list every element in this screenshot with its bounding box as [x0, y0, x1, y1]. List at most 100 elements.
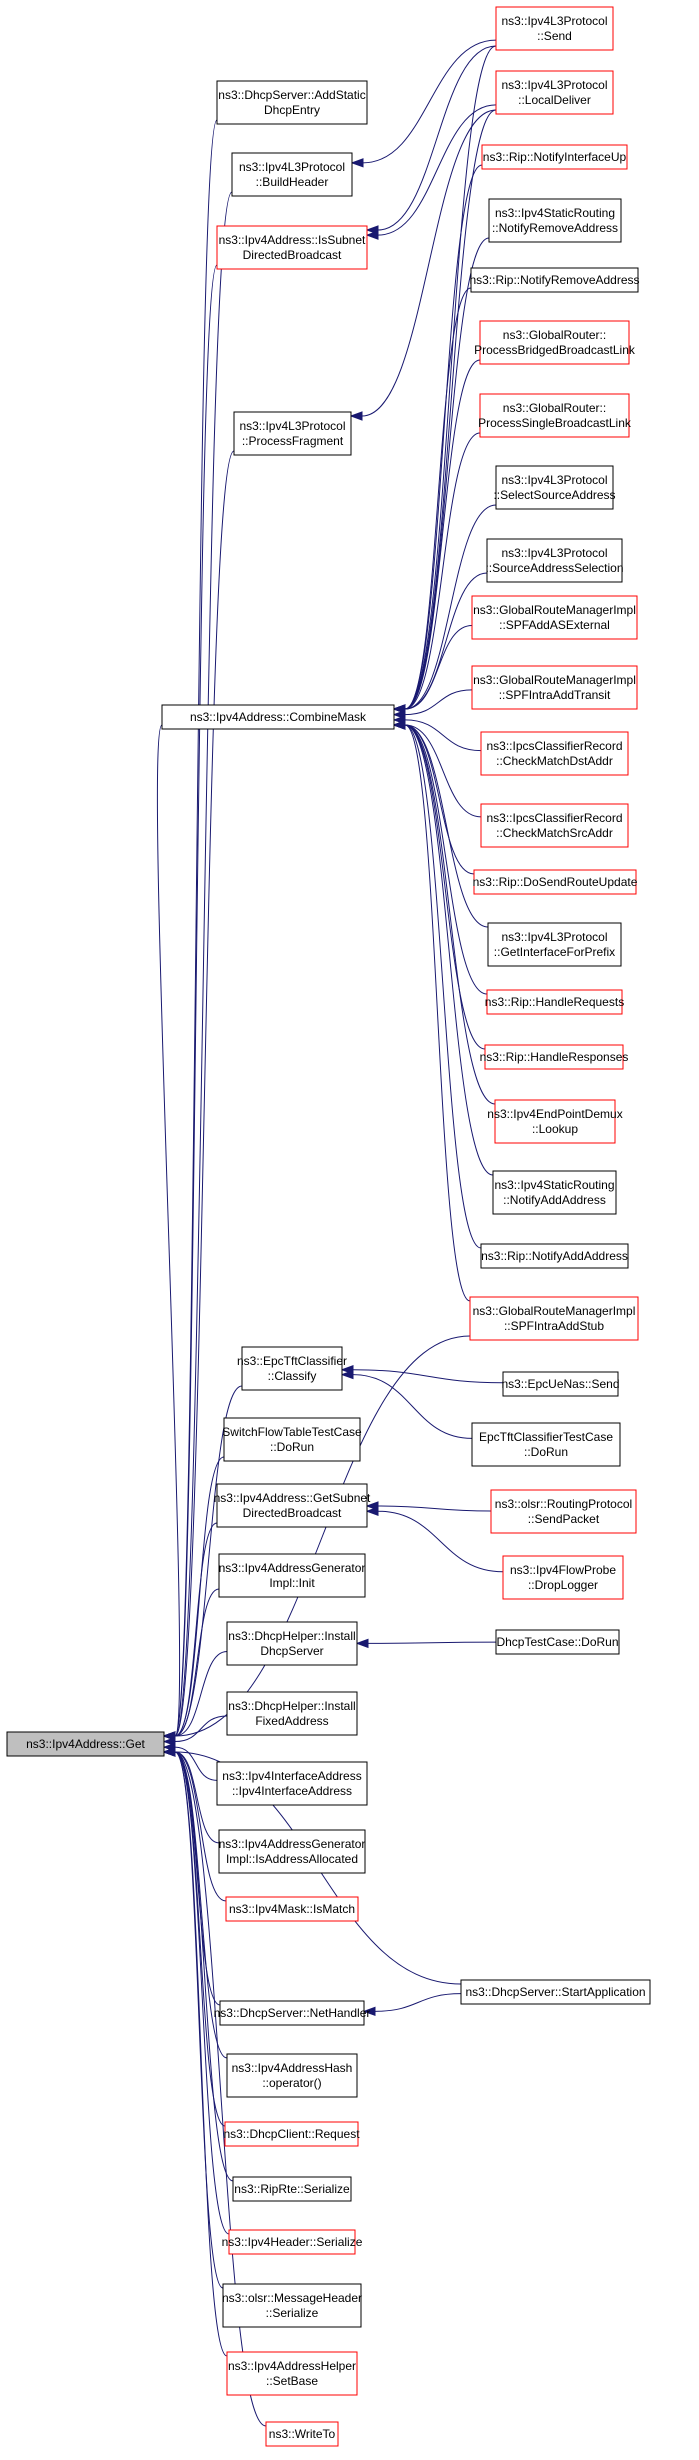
node-label: ns3::Ipv4StaticRouting — [494, 1178, 614, 1192]
node-getsubnet[interactable]: ns3::Ipv4Address::GetSubnetDirectedBroad… — [214, 1483, 371, 1528]
node-dhcpclient_req[interactable]: ns3::DhcpClient::Request — [223, 2121, 360, 2147]
node-mask_ismatch[interactable]: ns3::Ipv4Mask::IsMatch — [225, 1896, 359, 1922]
node-label: ns3::EpcUeNas::Send — [501, 1377, 619, 1391]
node-srcaddrsel[interactable]: ns3::Ipv4L3Protocol::SourceAddressSelect… — [485, 538, 624, 583]
node-box — [481, 144, 628, 170]
node-label: ns3::Ipv4AddressHash — [232, 2061, 353, 2075]
node-dhcp_startapp[interactable]: ns3::DhcpServer::StartApplication — [460, 1979, 651, 2005]
node-flowprobe[interactable]: ns3::Ipv4FlowProbe::DropLogger — [502, 1555, 624, 1600]
node-gr_bridged[interactable]: ns3::GlobalRouter::ProcessBridgedBroadca… — [474, 320, 636, 365]
node-label: ::LocalDeliver — [518, 93, 591, 107]
node-gr_single[interactable]: ns3::GlobalRouter::ProcessSingleBroadcas… — [478, 393, 632, 438]
node-label: EpcTftClassifierTestCase — [479, 1430, 613, 1444]
node-rip_addaddr[interactable]: ns3::Rip::NotifyAddAddress — [480, 1243, 629, 1269]
node-label: ::Ipv4InterfaceAddress — [232, 1784, 352, 1798]
node-label: ::DropLogger — [528, 1578, 598, 1592]
node-label: ::SourceAddressSelection — [485, 561, 623, 575]
node-label: ::NotifyAddAddress — [503, 1193, 606, 1207]
node-rip_hresp[interactable]: ns3::Rip::HandleResponses — [480, 1044, 629, 1070]
node-selectsrc[interactable]: ns3::Ipv4L3Protocol::SelectSourceAddress — [493, 465, 616, 510]
edge-dhcptest-to-dhcphelper_srv — [355, 1638, 497, 1649]
node-static_rmaddr[interactable]: ns3::Ipv4StaticRouting::NotifyRemoveAddr… — [488, 198, 622, 243]
edge-olsr_sendpkt-to-getsubnet — [365, 1501, 492, 1512]
node-send[interactable]: ns3::Ipv4L3Protocol::Send — [495, 6, 614, 51]
node-label: ns3::Rip::HandleResponses — [480, 1050, 629, 1064]
node-box — [224, 2121, 359, 2147]
edge-layer — [156, 39, 504, 2427]
node-label: ns3::IpcsClassifierRecord — [486, 811, 622, 825]
node-box — [502, 1371, 619, 1397]
node-riprte_ser[interactable]: ns3::RipRte::Serialize — [232, 2176, 352, 2202]
node-label: ns3::Rip::NotifyRemoveAddress — [469, 273, 639, 287]
node-dhcptest[interactable]: DhcpTestCase::DoRun — [495, 1629, 620, 1655]
node-ifaddr_ctor[interactable]: ns3::Ipv4InterfaceAddress::Ipv4Interface… — [216, 1761, 368, 1806]
node-spf_asext[interactable]: ns3::GlobalRouteManagerImpl::SPFAddASExt… — [471, 595, 638, 640]
node-layer: ns3::Ipv4Address::Get ns3::Ipv4Address::C… — [6, 6, 651, 2447]
node-label: ::Classify — [268, 1369, 317, 1383]
edge-combine-to-root — [156, 724, 181, 1741]
node-procfrag[interactable]: ns3::Ipv4L3Protocol::ProcessFragment — [233, 411, 352, 456]
node-label: ns3::DhcpServer::StartApplication — [465, 1985, 645, 1999]
node-epdemux[interactable]: ns3::Ipv4EndPointDemux::Lookup — [487, 1099, 623, 1144]
node-label: DhcpEntry — [264, 103, 320, 117]
node-addrgen_isalloc[interactable]: ns3::Ipv4AddressGeneratorImpl::IsAddress… — [218, 1829, 366, 1874]
node-writeto[interactable]: ns3::WriteTo — [265, 2421, 339, 2447]
node-label: ns3::Rip::NotifyInterfaceUp — [483, 150, 627, 164]
node-rip_rmaddr[interactable]: ns3::Rip::NotifyRemoveAddress — [469, 267, 640, 293]
node-localdeliver[interactable]: ns3::Ipv4L3Protocol::LocalDeliver — [495, 70, 614, 115]
node-spf_transit[interactable]: ns3::GlobalRouteManagerImpl::SPFIntraAdd… — [471, 665, 638, 710]
node-epcuenas[interactable]: ns3::EpcUeNas::Send — [501, 1371, 620, 1397]
node-label: ns3::Ipv4Address::IsSubnet — [219, 233, 366, 247]
node-box — [216, 1761, 368, 1806]
edge-spf_stub-to-combine — [392, 720, 471, 1302]
node-label: ::SPFIntraAddStub — [504, 1319, 604, 1333]
node-switchflow[interactable]: SwitchFlowTableTestCase::DoRun — [222, 1417, 362, 1462]
node-dhcp_nethandler[interactable]: ns3::DhcpServer::NetHandler — [214, 2000, 371, 2026]
node-box — [502, 1555, 624, 1600]
node-label: ns3::Ipv4Mask::IsMatch — [229, 1902, 355, 1916]
node-buildheader[interactable]: ns3::Ipv4L3Protocol::BuildHeader — [231, 152, 353, 197]
edge-rip_ifup-to-combine — [392, 164, 483, 714]
node-box — [486, 989, 623, 1015]
node-label: ns3::Ipv4AddressGenerator — [219, 1561, 366, 1575]
node-getifprefix[interactable]: ns3::Ipv4L3Protocol::GetInterfaceForPref… — [487, 922, 622, 967]
node-box — [216, 1483, 368, 1528]
edge-spf_asext-to-combine — [392, 624, 473, 714]
node-static_addaddr[interactable]: ns3::Ipv4StaticRouting::NotifyAddAddress — [492, 1170, 617, 1215]
node-spf_stub[interactable]: ns3::GlobalRouteManagerImpl::SPFIntraAdd… — [469, 1296, 639, 1341]
node-addrhelper_setbase[interactable]: ns3::Ipv4AddressHelper::SetBase — [226, 2351, 358, 2396]
node-issubnet[interactable]: ns3::Ipv4Address::IsSubnetDirectedBroadc… — [216, 225, 368, 270]
node-ipv4hdr_ser[interactable]: ns3::Ipv4Header::Serialize — [222, 2229, 363, 2255]
node-ipcs_src[interactable]: ns3::IpcsClassifierRecord::CheckMatchSrc… — [480, 803, 629, 848]
node-label: ns3::Ipv4L3Protocol — [501, 930, 607, 944]
edge-static_rmaddr-to-combine — [392, 237, 490, 714]
node-rip_ifup[interactable]: ns3::Rip::NotifyInterfaceUp — [481, 144, 628, 170]
edge-flowprobe-to-getsubnet — [365, 1506, 504, 1573]
node-label: ns3::DhcpHelper::Install — [228, 1629, 355, 1643]
node-label: SwitchFlowTableTestCase — [222, 1425, 362, 1439]
node-olsr_msghdr[interactable]: ns3::olsr::MessageHeader::Serialize — [222, 2283, 362, 2328]
node-label: ::CheckMatchDstAddr — [496, 754, 613, 768]
node-addrhash[interactable]: ns3::Ipv4AddressHash::operator() — [226, 2053, 358, 2098]
node-label: ::BuildHeader — [256, 175, 329, 189]
edge-epcuenas-to-epc_classify — [340, 1365, 504, 1384]
node-combine[interactable]: ns3::Ipv4Address::CombineMask — [161, 704, 395, 730]
node-rip_dosend[interactable]: ns3::Rip::DoSendRouteUpdate — [473, 869, 638, 895]
edge-rip_hresp-to-combine — [392, 720, 486, 1050]
node-root: ns3::Ipv4Address::Get — [6, 1731, 165, 1757]
node-olsr_sendpkt[interactable]: ns3::olsr::RoutingProtocol::SendPacket — [490, 1489, 637, 1534]
node-ipcs_dst[interactable]: ns3::IpcsClassifierRecord::CheckMatchDst… — [480, 731, 629, 776]
node-label: ns3::Ipv4FlowProbe — [510, 1563, 616, 1577]
edge-spf_stub-to-root — [162, 1335, 471, 1741]
node-rip_hreq[interactable]: ns3::Rip::HandleRequests — [485, 989, 624, 1015]
node-epc_testcase[interactable]: EpcTftClassifierTestCase::DoRun — [471, 1422, 621, 1467]
node-label: ns3::Rip::HandleRequests — [485, 995, 624, 1009]
edge-dhcphelper_srv-to-root — [162, 1651, 228, 1741]
node-label: ns3::DhcpServer::AddStatic — [218, 88, 365, 102]
node-epc_classify[interactable]: ns3::EpcTftClassifier::Classify — [237, 1346, 347, 1391]
